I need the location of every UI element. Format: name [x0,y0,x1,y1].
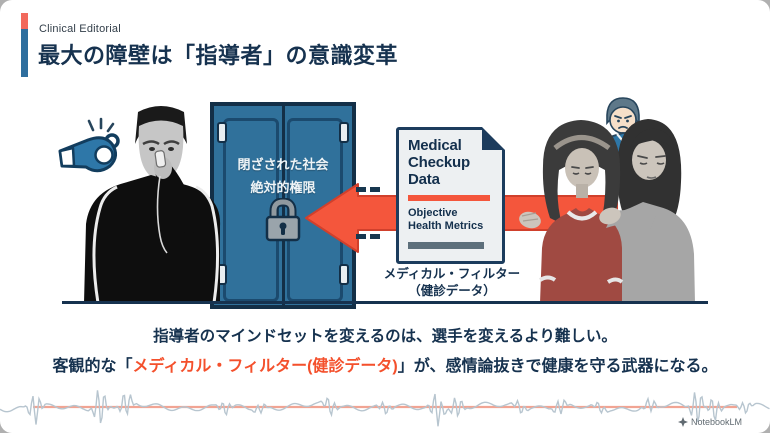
accent-bar-blue-segment [21,29,28,77]
document-title-line3: Data [408,170,440,188]
door-hinge [217,122,227,143]
girl-and-mother-photo [519,119,695,303]
coach-figure [84,106,221,303]
door-sign-line1: 閉ざされた社会 [237,157,329,172]
illustration-baseline [62,301,708,304]
document-subtitle-line2: Health Metrics [408,220,484,233]
eyebrow-label: Clinical Editorial [39,23,121,35]
summary-line2-highlight: メディカル・フィルター(健診データ) [132,358,398,375]
document-subtitle-line1: Objective [408,207,458,220]
summary-line2-prefix: 客観的な「 [52,358,133,375]
document-title-line1: Medical [408,137,462,154]
notebooklm-logo-icon [677,417,688,427]
summary-line2-suffix: 」が、感情論抜きで健康を守る武器になる。 [397,358,718,375]
door-hinge [339,122,349,143]
audio-waveform [0,390,770,427]
summary-line2: 客観的な「メディカル・フィルター(健診データ)」が、感情論抜きで健康を守る武器に… [0,352,770,376]
page-title: 最大の障壁は「指導者」の意識変革 [38,43,399,68]
whistle-icon [58,117,120,173]
medical-checkup-document: Medical Checkup Data Objective Health Me… [396,127,505,264]
brand-label: NotebookLM [690,417,742,427]
accent-bar-red-segment [21,13,28,29]
summary-line1: 指導者のマインドセットを変えるのは、選手を変えるより難しい。 [153,328,617,345]
door-sign: 閉ざされた社会 絶対的権限 [214,154,352,200]
document-red-divider [408,195,490,202]
document-gray-bar [408,241,484,249]
document-fold-corner [482,127,505,150]
document-caption-line1: メディカル・フィルター [383,267,521,281]
notebooklm-brand: NotebookLM [677,417,742,427]
door-sign-line2: 絶対的権限 [250,179,316,195]
document-caption-line2: （健診データ） [408,283,496,298]
document-caption: メディカル・フィルター （健診データ） [376,266,528,300]
title-accent-bar [21,13,28,77]
summary-text: 指導者のマインドセットを変えるのは、選手を変えるより難しい。 客観的な「メディカ… [0,324,770,376]
document-title-line2: Checkup [408,153,470,171]
padlock-icon [265,198,301,242]
door-hinge [339,264,349,285]
